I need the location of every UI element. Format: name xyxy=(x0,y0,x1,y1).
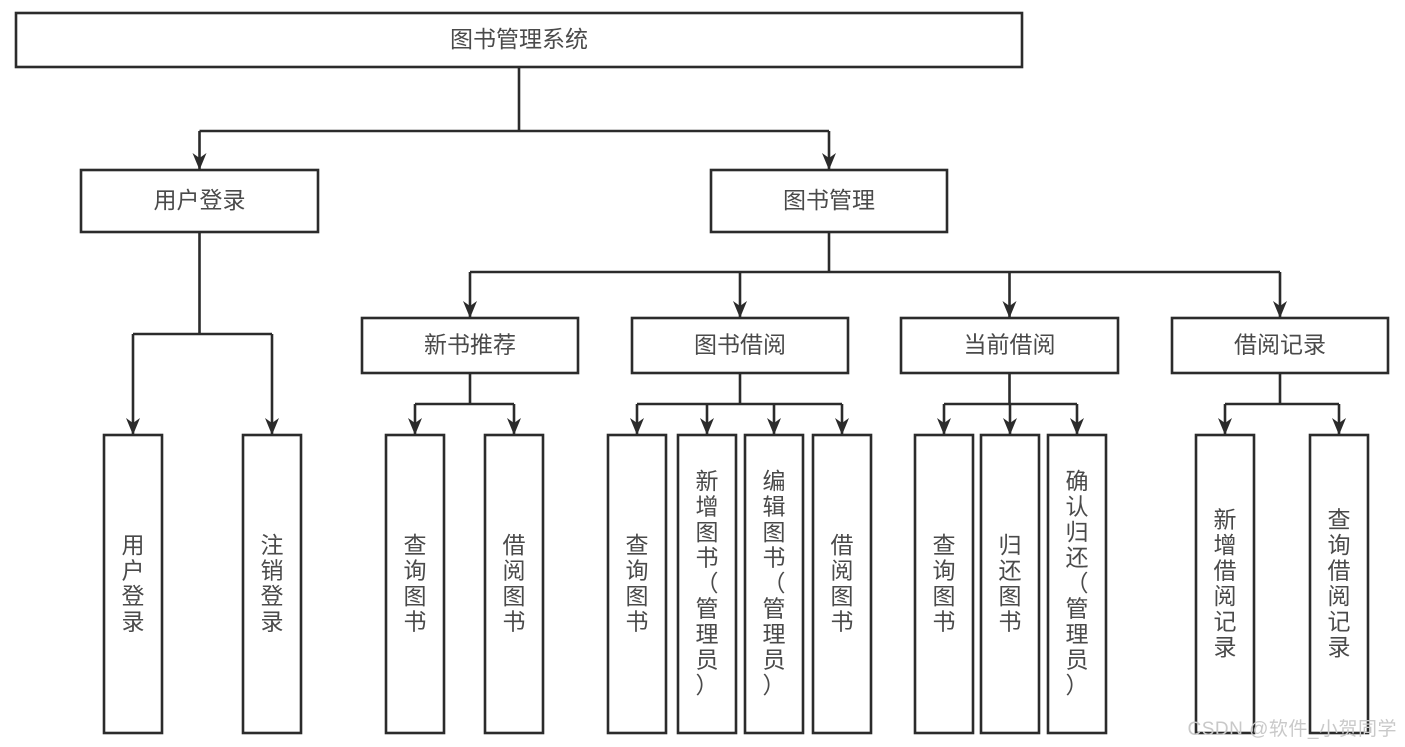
node-box[interactable] xyxy=(241,433,303,735)
node-leaf-query-book-borrow[interactable]: 查询图书 xyxy=(606,433,668,735)
arrow-head-icon xyxy=(507,418,521,435)
node-box[interactable] xyxy=(709,168,949,234)
arrow-head-icon xyxy=(1273,301,1287,318)
node-current-borrow[interactable]: 当前借阅 xyxy=(899,316,1120,375)
node-box[interactable] xyxy=(979,433,1041,735)
arrow-head-icon xyxy=(408,418,422,435)
connector-layer xyxy=(126,67,1346,435)
arrow-head-icon xyxy=(700,418,714,435)
node-leaf-borrow-book-rec[interactable]: 借阅图书 xyxy=(483,433,545,735)
node-box[interactable] xyxy=(1046,433,1108,735)
node-label: 确认归还（管理员） xyxy=(1066,468,1089,698)
node-label: 编辑图书（管理员） xyxy=(763,468,786,698)
node-leaf-borrow-book[interactable]: 借阅图书 xyxy=(811,433,873,735)
node-label: 归还图书 xyxy=(999,532,1022,635)
node-book-management[interactable]: 图书管理 xyxy=(709,168,949,234)
node-leaf-query-borrow-record[interactable]: 查询借阅记录 xyxy=(1308,433,1370,735)
node-label: 查询图书 xyxy=(404,532,427,635)
node-user-login[interactable]: 用户登录 xyxy=(79,168,320,234)
node-box[interactable] xyxy=(676,433,738,735)
node-label: 查询图书 xyxy=(626,532,649,635)
node-box[interactable] xyxy=(79,168,320,234)
node-box[interactable] xyxy=(899,316,1120,375)
node-leaf-edit-book-admin[interactable]: 编辑图书（管理员） xyxy=(743,433,805,735)
node-box[interactable] xyxy=(360,316,580,375)
arrow-head-icon xyxy=(463,301,477,318)
node-leaf-add-book-admin[interactable]: 新增图书（管理员） xyxy=(676,433,738,735)
arrow-head-icon xyxy=(767,418,781,435)
node-new-book-recommend[interactable]: 新书推荐 xyxy=(360,316,580,375)
arrow-head-icon xyxy=(937,418,951,435)
connector-group xyxy=(937,373,1084,435)
node-box[interactable] xyxy=(743,433,805,735)
node-box[interactable] xyxy=(102,433,164,735)
arrow-head-icon xyxy=(822,153,836,170)
node-box[interactable] xyxy=(913,433,975,735)
arrow-head-icon xyxy=(733,301,747,318)
node-layer: 图书管理系统用户登录图书管理新书推荐图书借阅当前借阅借阅记录用户登录注销登录查询… xyxy=(14,11,1390,735)
node-label: 新增图书（管理员） xyxy=(696,468,719,698)
node-leaf-query-book-current[interactable]: 查询图书 xyxy=(913,433,975,735)
node-label: 查询借阅记录 xyxy=(1328,506,1351,660)
arrow-head-icon xyxy=(126,418,140,435)
node-box[interactable] xyxy=(483,433,545,735)
node-leaf-confirm-return-admin[interactable]: 确认归还（管理员） xyxy=(1046,433,1108,735)
node-box[interactable] xyxy=(1308,433,1370,735)
node-label: 注销登录 xyxy=(261,532,284,635)
node-label: 用户登录 xyxy=(154,187,246,213)
node-label: 查询图书 xyxy=(933,532,956,635)
connector-group xyxy=(192,67,836,170)
arrow-head-icon xyxy=(630,418,644,435)
arrow-head-icon xyxy=(1070,418,1084,435)
node-label: 借阅图书 xyxy=(831,532,854,635)
arrow-head-icon xyxy=(1003,418,1017,435)
node-box[interactable] xyxy=(1194,433,1256,735)
node-label: 图书管理 xyxy=(783,187,875,213)
arrow-head-icon xyxy=(835,418,849,435)
node-label: 新书推荐 xyxy=(424,332,516,358)
node-label: 用户登录 xyxy=(122,532,145,635)
connector-group xyxy=(630,373,849,435)
node-label: 借阅图书 xyxy=(503,532,526,635)
connector-group xyxy=(126,232,279,435)
node-label: 新增借阅记录 xyxy=(1214,506,1237,660)
node-label: 图书管理系统 xyxy=(450,26,588,52)
node-root[interactable]: 图书管理系统 xyxy=(14,11,1024,69)
node-box[interactable] xyxy=(811,433,873,735)
node-box[interactable] xyxy=(14,11,1024,69)
arrow-head-icon xyxy=(1218,418,1232,435)
arrow-head-icon xyxy=(1002,301,1017,318)
node-leaf-return-book[interactable]: 归还图书 xyxy=(979,433,1041,735)
connector-group xyxy=(463,232,1287,318)
node-label: 当前借阅 xyxy=(964,332,1056,358)
arrow-head-icon xyxy=(1332,418,1346,435)
arrow-head-icon xyxy=(192,153,207,170)
node-box[interactable] xyxy=(606,433,668,735)
node-book-borrow[interactable]: 图书借阅 xyxy=(630,316,850,375)
node-leaf-add-borrow-record[interactable]: 新增借阅记录 xyxy=(1194,433,1256,735)
node-label: 借阅记录 xyxy=(1234,332,1326,358)
connector-group xyxy=(1218,373,1346,435)
node-box[interactable] xyxy=(384,433,446,735)
arrow-head-icon xyxy=(265,418,279,435)
node-label: 图书借阅 xyxy=(694,332,786,358)
node-leaf-user-login[interactable]: 用户登录 xyxy=(102,433,164,735)
node-box[interactable] xyxy=(1170,316,1390,375)
node-leaf-query-book-rec[interactable]: 查询图书 xyxy=(384,433,446,735)
connector-group xyxy=(408,373,521,435)
node-box[interactable] xyxy=(630,316,850,375)
node-borrow-record[interactable]: 借阅记录 xyxy=(1170,316,1390,375)
node-leaf-logout-login[interactable]: 注销登录 xyxy=(241,433,303,735)
